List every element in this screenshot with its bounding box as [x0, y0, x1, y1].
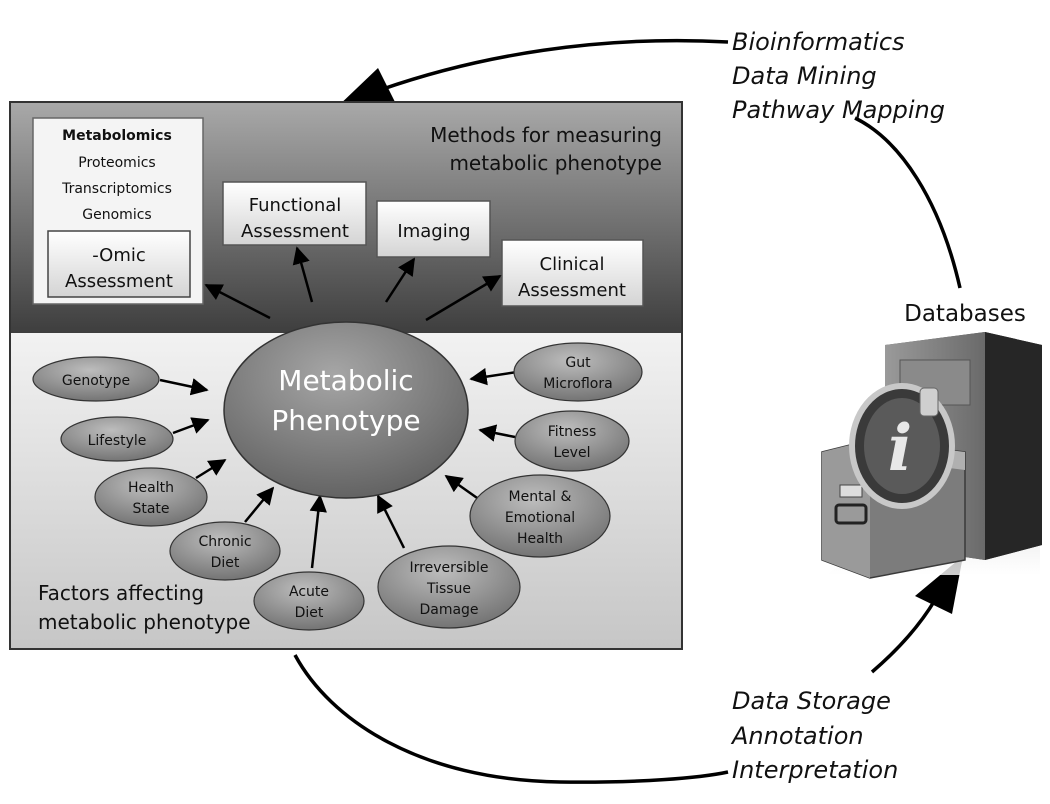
- arrow-to-imaging: [384, 257, 416, 303]
- center-label-line2: Phenotype: [271, 404, 420, 437]
- omics-item-genomics: Genomics: [82, 207, 151, 223]
- chronic-diet-line1: Chronic: [198, 534, 251, 550]
- arrow-to-clinical: [425, 274, 502, 322]
- process-label-data-storage: Data Storage: [732, 687, 891, 715]
- tissue-damage-line2: Tissue: [426, 581, 471, 597]
- omics-item-proteomics: Proteomics: [78, 155, 155, 171]
- factor-acute-diet: Acute Diet: [253, 571, 365, 631]
- clinical-assessment-line1: Clinical: [540, 254, 605, 275]
- metabolic-phenotype-node: Metabolic Phenotype: [223, 321, 469, 499]
- omics-item-transcriptomics: Transcriptomics: [61, 181, 172, 197]
- arrow-to-omic: [204, 283, 271, 320]
- top-right-process-text: Bioinformatics Data Mining Pathway Mappi…: [732, 28, 945, 124]
- factor-tissue-damage: Irreversible Tissue Damage: [377, 545, 521, 629]
- arrow-to-functional: [292, 246, 314, 303]
- info-icon-letter: i: [888, 411, 912, 486]
- omic-assessment-line1: -Omic: [92, 245, 146, 266]
- factors-title-line1: Factors affecting: [38, 581, 204, 605]
- gut-line1: Gut: [565, 355, 591, 371]
- mental-health-line2: Emotional: [505, 510, 575, 526]
- fitness-line2: Level: [554, 445, 591, 461]
- factor-mental-health: Mental & Emotional Health: [469, 474, 611, 558]
- factors-title-line2: metabolic phenotype: [38, 610, 251, 634]
- omics-box: Metabolomics Proteomics Transcriptomics …: [32, 117, 204, 305]
- center-label-line1: Metabolic: [278, 364, 413, 397]
- health-state-line2: State: [132, 501, 169, 517]
- health-state-line1: Health: [128, 480, 174, 496]
- process-label-interpretation: Interpretation: [732, 756, 898, 784]
- imaging-box: Imaging: [376, 200, 491, 258]
- acute-diet-line2: Diet: [295, 605, 324, 621]
- lifestyle-label: Lifestyle: [88, 433, 147, 449]
- factor-fitness: Fitness Level: [514, 410, 630, 472]
- factor-arrows: [159, 367, 518, 569]
- methods-title-line2: metabolic phenotype: [449, 151, 662, 175]
- arrow-from-genotype: [159, 378, 209, 396]
- arrow-from-fitness: [478, 424, 516, 442]
- factor-chronic-diet: Chronic Diet: [169, 521, 281, 581]
- databases-label: Databases: [904, 301, 1026, 327]
- functional-assessment-box: Functional Assessment: [222, 181, 367, 246]
- process-label-data-mining: Data Mining: [732, 62, 877, 90]
- process-label-bioinformatics: Bioinformatics: [732, 28, 905, 56]
- arrow-from-mental-health: [444, 474, 481, 502]
- fitness-line1: Fitness: [548, 424, 597, 440]
- top-arrowhead: [334, 68, 395, 110]
- factor-lifestyle: Lifestyle: [60, 416, 174, 462]
- omics-item-metabolomics: Metabolomics: [62, 128, 172, 144]
- imaging-label: Imaging: [397, 221, 470, 242]
- arrow-from-gut: [469, 367, 518, 386]
- methods-title-line1: Methods for measuring: [430, 123, 662, 147]
- arrow-from-chronic-diet: [244, 486, 275, 523]
- factor-genotype: Genotype: [32, 356, 160, 402]
- arrow-from-health-state: [195, 458, 227, 480]
- clinical-assessment-box: Clinical Assessment: [501, 239, 644, 307]
- omic-assessment-line2: Assessment: [65, 271, 173, 292]
- clinical-assessment-line2: Assessment: [518, 280, 626, 301]
- top-curved-arrow: [334, 38, 962, 289]
- mental-health-line1: Mental &: [509, 489, 572, 505]
- functional-assessment-line2: Assessment: [241, 221, 349, 242]
- tissue-damage-line1: Irreversible: [410, 560, 489, 576]
- tissue-damage-line3: Damage: [419, 602, 478, 618]
- arrow-from-acute-diet: [309, 494, 327, 569]
- genotype-label: Genotype: [62, 373, 130, 389]
- method-arrows: [204, 246, 502, 322]
- acute-diet-line1: Acute: [289, 584, 329, 600]
- process-label-pathway-mapping: Pathway Mapping: [732, 96, 945, 124]
- mental-health-line3: Health: [517, 531, 563, 547]
- omic-assessment-box: [47, 230, 191, 298]
- factor-health-state: Health State: [94, 467, 208, 527]
- factor-gut: Gut Microflora: [513, 342, 643, 402]
- functional-assessment-line1: Functional: [249, 195, 342, 216]
- chronic-diet-line2: Diet: [211, 555, 240, 571]
- arrow-from-tissue-damage: [376, 494, 406, 549]
- arrow-from-lifestyle: [172, 417, 210, 435]
- file-cabinet-icon: i: [821, 332, 1042, 579]
- bottom-right-process-text: Data Storage Annotation Interpretation: [730, 687, 898, 784]
- process-label-annotation: Annotation: [730, 722, 864, 750]
- gut-line2: Microflora: [543, 376, 612, 392]
